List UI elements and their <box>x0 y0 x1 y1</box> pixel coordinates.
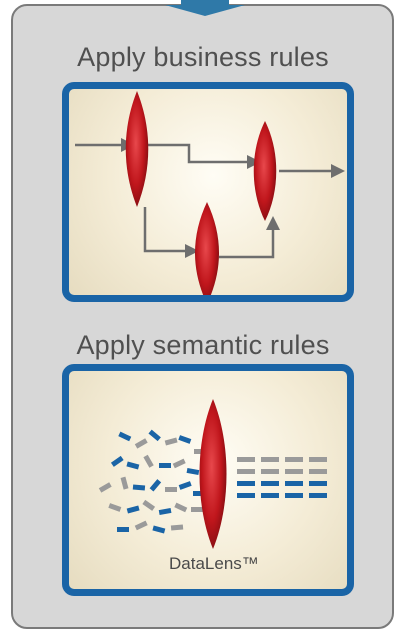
flow-arrowheads <box>121 138 345 258</box>
lens-icon <box>253 121 277 221</box>
data-dash-icon <box>237 457 255 462</box>
data-dash-icon <box>164 437 178 446</box>
structured-data <box>237 457 327 498</box>
data-dash-icon <box>98 482 112 493</box>
semantic-rules-panel: DataLens™ <box>62 364 354 596</box>
data-dash-icon <box>193 491 205 496</box>
data-dash-icon <box>178 435 192 444</box>
data-dash-icon <box>191 507 203 512</box>
data-dash-icon <box>261 481 279 486</box>
data-dash-icon <box>108 503 122 512</box>
business-rules-panel <box>62 82 354 302</box>
data-dash-icon <box>237 481 255 486</box>
data-dash-icon <box>170 524 184 531</box>
data-dash-icon <box>120 476 129 490</box>
data-dash-icon <box>142 499 156 511</box>
data-dash-icon <box>172 458 186 469</box>
data-dash-icon <box>186 467 200 475</box>
semantic-rules-title: Apply semantic rules <box>76 330 330 360</box>
data-dash-icon <box>134 438 148 449</box>
data-dash-icon <box>285 469 303 474</box>
data-dash-icon <box>194 449 206 454</box>
flow-arrow-icon <box>266 216 280 230</box>
data-dash-icon <box>158 507 172 515</box>
data-dash-icon <box>149 479 162 492</box>
incoming-arrow-icon <box>165 0 245 16</box>
data-dash-icon <box>132 484 146 491</box>
datalens-label: DataLens™ <box>169 554 259 573</box>
flow-arrow-icon <box>185 244 199 258</box>
data-dash-icon <box>165 487 177 492</box>
data-dash-icon <box>237 493 255 498</box>
lens-icon <box>125 91 149 207</box>
flow-arrow-icon <box>331 164 345 178</box>
data-dash-icon <box>117 527 129 532</box>
business-flow-diagram <box>75 91 345 295</box>
flow-arrows <box>75 143 331 259</box>
data-dash-icon <box>261 469 279 474</box>
data-dash-icon <box>148 429 161 442</box>
data-dash-icon <box>174 502 188 513</box>
data-dash-icon <box>261 493 279 498</box>
datalens-diagram <box>98 399 327 549</box>
data-dash-icon <box>261 457 279 462</box>
data-dash-icon <box>178 481 192 490</box>
data-dash-icon <box>143 454 154 468</box>
data-dash-icon <box>110 455 124 467</box>
data-dash-icon <box>152 525 166 534</box>
data-dash-icon <box>126 461 140 470</box>
unstructured-data <box>98 429 206 534</box>
lens-icon <box>195 202 219 295</box>
flow-arrow-icon <box>247 155 261 169</box>
data-dash-icon <box>285 481 303 486</box>
data-dash-icon <box>309 481 327 486</box>
data-dash-icon <box>134 520 148 531</box>
data-dash-icon <box>309 493 327 498</box>
data-dash-icon <box>118 431 132 442</box>
data-dash-icon <box>285 457 303 462</box>
data-dash-icon <box>237 469 255 474</box>
lens-icon <box>199 399 227 549</box>
data-dash-icon <box>126 505 140 514</box>
data-dash-icon <box>159 463 171 468</box>
data-dash-icon <box>309 457 327 462</box>
data-dash-icon <box>309 469 327 474</box>
business-rules-title: Apply business rules <box>77 42 329 72</box>
data-dash-icon <box>285 493 303 498</box>
